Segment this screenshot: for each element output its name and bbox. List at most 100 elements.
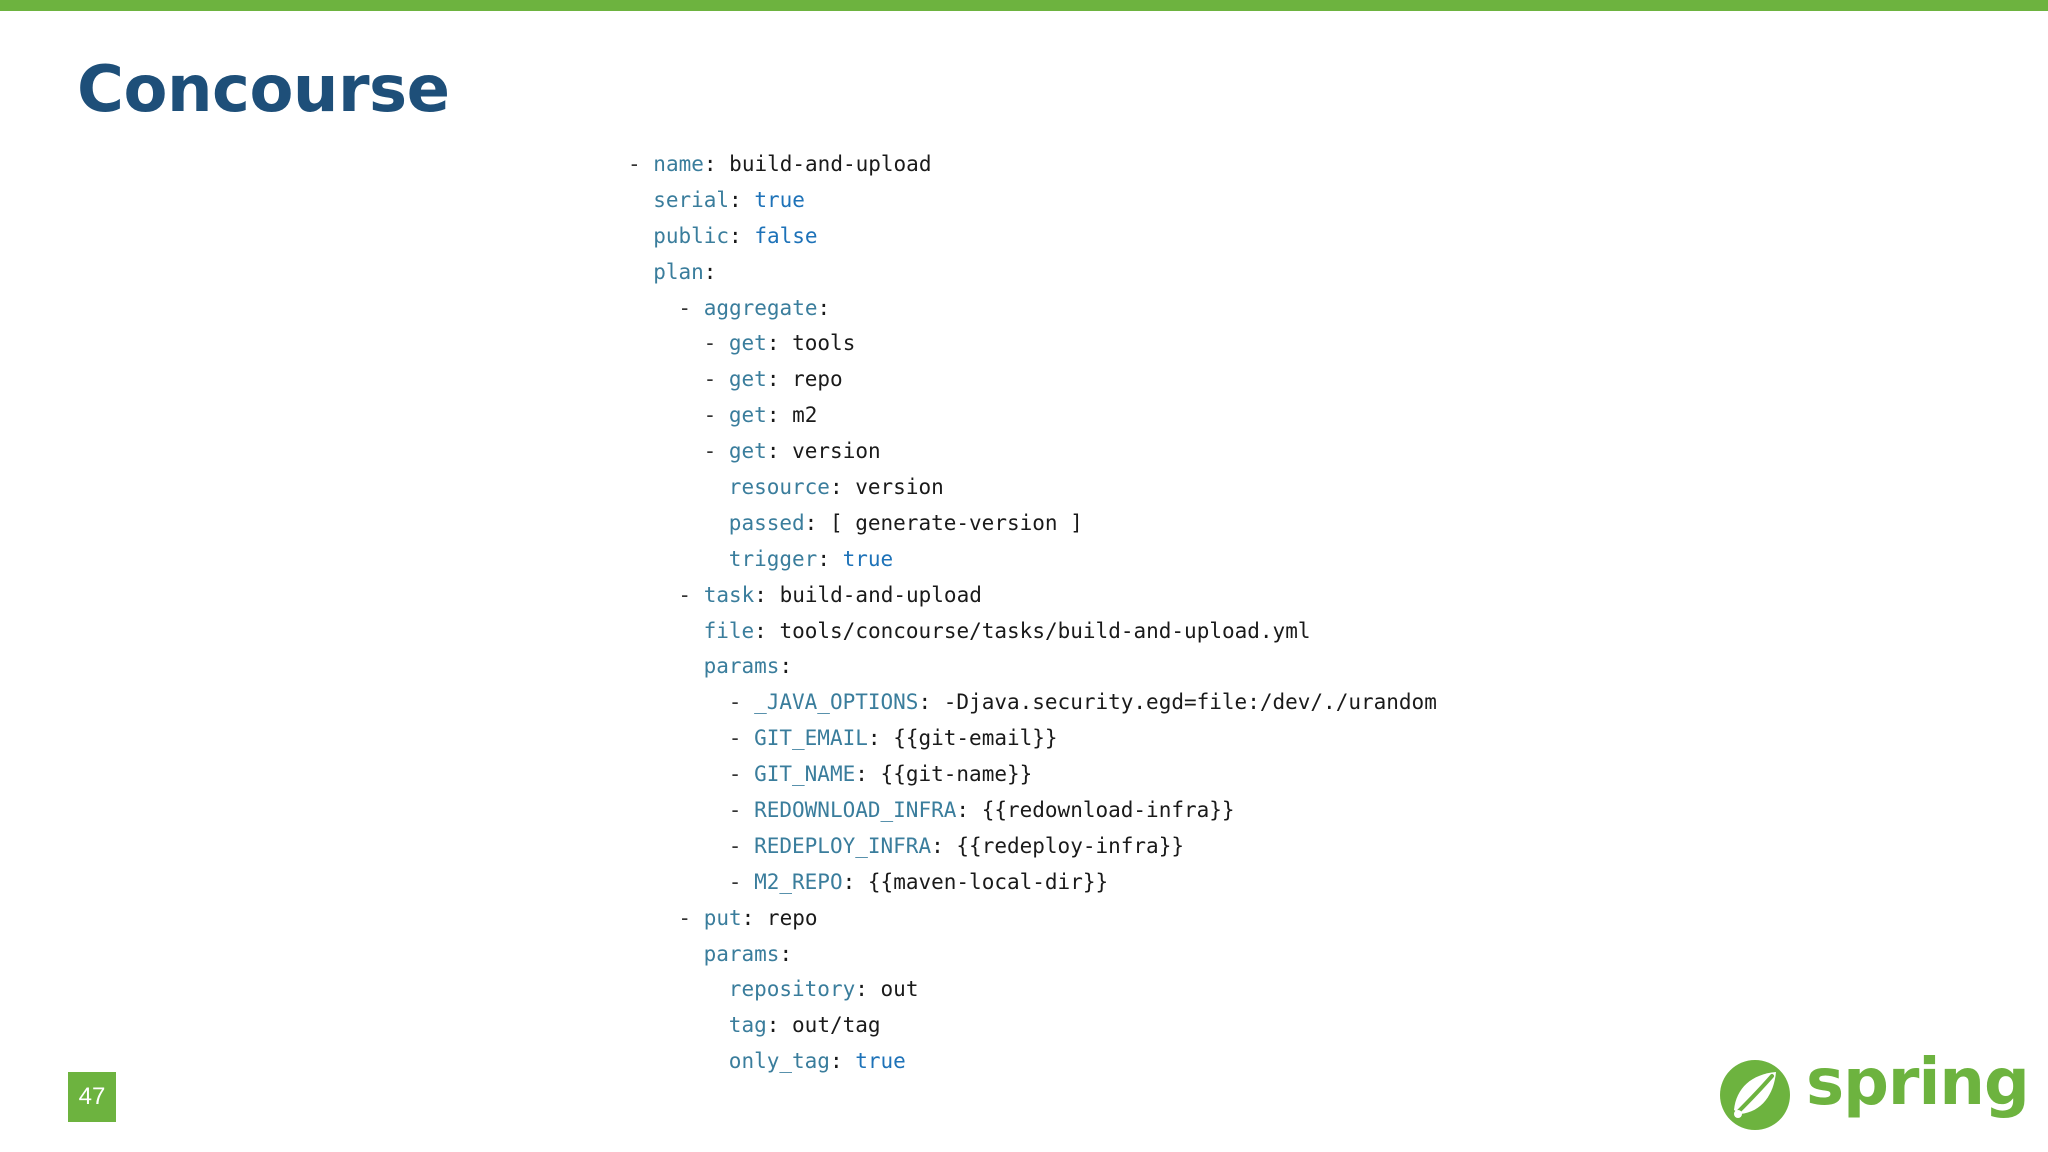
list-dash: -	[728, 869, 755, 894]
code-line: - name: build-and-upload	[628, 146, 1437, 182]
code-line: params:	[628, 648, 1437, 684]
yaml-colon: :	[918, 690, 944, 715]
yaml-key: params	[703, 941, 780, 966]
code-line: trigger: true	[628, 541, 1437, 577]
yaml-colon: :	[729, 187, 755, 212]
yaml-colon: :	[779, 941, 793, 966]
yaml-key: trigger	[728, 546, 818, 571]
code-line: - REDOWNLOAD_INFRA: {{redownload-infra}}	[628, 792, 1437, 828]
yaml-colon: :	[804, 510, 830, 535]
yaml-value: [ generate-version ]	[829, 510, 1083, 535]
yaml-key: REDEPLOY_INFRA	[754, 833, 932, 858]
yaml-key: params	[703, 654, 780, 679]
yaml-colon: :	[766, 403, 793, 428]
slide-title: Concourse	[77, 53, 450, 127]
list-dash: -	[703, 403, 729, 428]
yaml-colon: :	[703, 152, 730, 176]
yaml-key: _JAVA_OPTIONS	[754, 690, 919, 715]
yaml-colon: :	[766, 439, 793, 464]
list-dash: -	[728, 726, 755, 751]
yaml-value: {{maven-local-dir}}	[867, 869, 1109, 894]
yaml-colon: :	[779, 654, 793, 679]
code-line: passed: [ generate-version ]	[628, 505, 1437, 541]
list-dash: -	[728, 762, 755, 787]
code-line: - task: build-and-upload	[628, 577, 1437, 613]
list-dash: -	[678, 582, 704, 607]
yaml-key: REDOWNLOAD_INFRA	[754, 798, 957, 823]
yaml-value: build-and-upload	[779, 582, 982, 607]
code-line: resource: version	[628, 469, 1437, 505]
yaml-key: M2_REPO	[754, 869, 843, 894]
yaml-key: GIT_EMAIL	[754, 726, 868, 751]
yaml-key: public	[653, 223, 730, 248]
list-dash: -	[703, 331, 729, 356]
code-line: serial: true	[628, 182, 1437, 218]
list-dash: -	[703, 439, 729, 464]
yaml-value: {{redeploy-infra}}	[956, 833, 1184, 858]
code-line: file: tools/concourse/tasks/build-and-up…	[628, 613, 1437, 649]
yaml-value: repo	[766, 905, 818, 930]
yaml-key: tag	[728, 1013, 767, 1038]
code-line: repository: out	[628, 971, 1437, 1007]
yaml-key: put	[703, 905, 742, 930]
yaml-colon: :	[729, 223, 755, 248]
yaml-colon: :	[741, 905, 767, 930]
yaml-value: {{git-email}}	[893, 726, 1058, 751]
yaml-value: {{redownload-infra}}	[981, 798, 1235, 823]
list-dash: -	[703, 367, 729, 392]
spring-wordmark: spring	[1806, 1046, 2030, 1120]
yaml-value: false	[754, 223, 818, 248]
yaml-value: build-and-upload	[729, 152, 932, 176]
yaml-key: plan	[653, 259, 704, 284]
yaml-colon: :	[829, 475, 856, 500]
code-line: tag: out/tag	[628, 1007, 1437, 1043]
list-dash: -	[728, 690, 755, 715]
yaml-colon: :	[766, 331, 793, 356]
code-line: - GIT_NAME: {{git-name}}	[628, 756, 1437, 792]
yaml-colon: :	[931, 833, 957, 858]
code-line: params:	[628, 936, 1437, 972]
yaml-value: true	[754, 187, 805, 212]
code-line: - GIT_EMAIL: {{git-email}}	[628, 720, 1437, 756]
yaml-value: true	[855, 1049, 906, 1074]
code-line: - aggregate:	[628, 290, 1437, 326]
page-number-badge: 47	[68, 1072, 116, 1122]
yaml-colon: :	[956, 798, 982, 823]
code-line: - get: repo	[628, 361, 1437, 397]
yaml-colon: :	[817, 295, 831, 320]
yaml-key: task	[703, 582, 755, 607]
code-line: public: false	[628, 218, 1437, 254]
yaml-colon: :	[754, 618, 780, 643]
yaml-colon: :	[867, 726, 894, 751]
yaml-key: get	[728, 367, 767, 392]
spring-logo: spring	[1718, 1048, 2030, 1132]
code-line: only_tag: true	[628, 1043, 1437, 1079]
yaml-key: serial	[653, 187, 730, 212]
yaml-value: version	[855, 475, 944, 500]
list-dash: -	[678, 295, 704, 320]
yaml-key: aggregate	[703, 295, 818, 320]
code-line: - put: repo	[628, 900, 1437, 936]
yaml-value: m2	[792, 403, 818, 428]
yaml-key: resource	[728, 475, 830, 500]
yaml-key: only_tag	[728, 1049, 830, 1074]
list-dash: -	[728, 833, 755, 858]
yaml-colon: :	[855, 977, 881, 1002]
yaml-value: out	[880, 977, 919, 1002]
yaml-key: name	[653, 152, 704, 176]
code-line: - REDEPLOY_INFRA: {{redeploy-infra}}	[628, 828, 1437, 864]
yaml-colon: :	[817, 546, 843, 571]
code-line: - _JAVA_OPTIONS: -Djava.security.egd=fil…	[628, 684, 1437, 720]
yaml-value: tools/concourse/tasks/build-and-upload.y…	[779, 618, 1311, 643]
spring-leaf-icon	[1720, 1060, 1790, 1130]
yaml-colon: :	[842, 869, 868, 894]
yaml-key: file	[703, 618, 755, 643]
yaml-value: version	[792, 439, 881, 464]
code-line: - get: version	[628, 433, 1437, 469]
yaml-colon: :	[703, 259, 717, 284]
list-dash: -	[678, 905, 704, 930]
yaml-value: out/tag	[792, 1013, 881, 1038]
yaml-value: tools	[792, 331, 856, 356]
yaml-value: true	[842, 546, 894, 571]
